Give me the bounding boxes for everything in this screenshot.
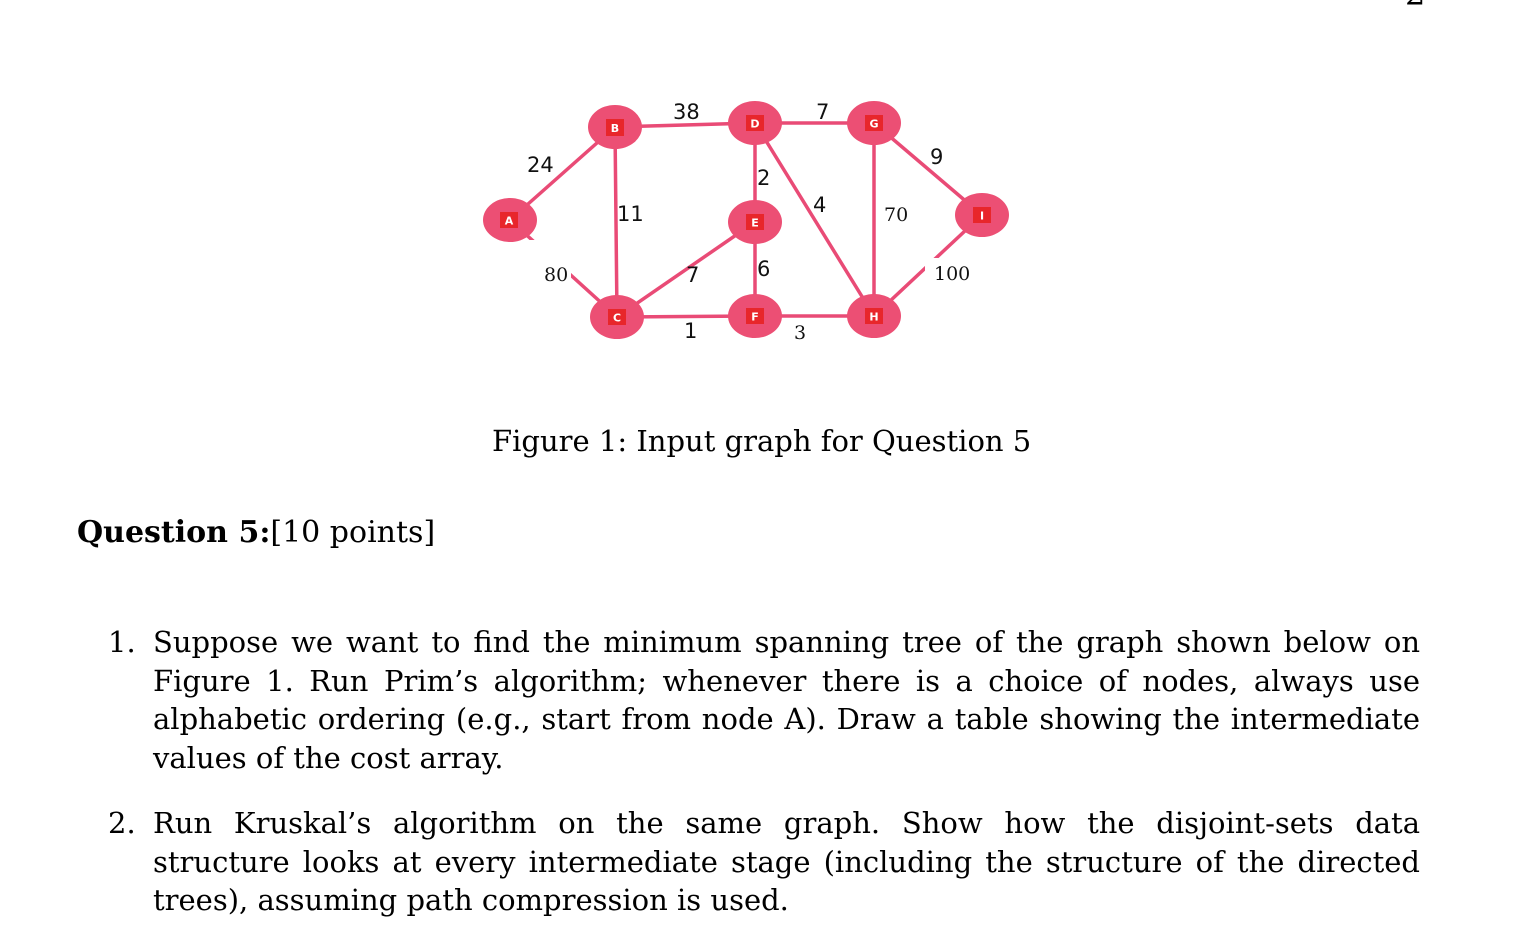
node-label: F	[751, 311, 759, 324]
edge-weight-d-h: 4	[813, 193, 826, 217]
question-item-text: Suppose we want to find the minimum span…	[153, 625, 1420, 775]
edge-weight-f-h: 3	[794, 322, 806, 344]
node-label: I	[980, 210, 984, 223]
node-e: E	[728, 200, 782, 244]
node-c: C	[590, 295, 644, 339]
node-label: G	[869, 118, 878, 131]
edge-weight-h-i: 100	[934, 263, 970, 285]
figure-caption: Figure 1: Input graph for Question 5	[492, 424, 1032, 458]
node-label: H	[869, 311, 878, 324]
node-label: A	[505, 215, 514, 228]
edge-weight-g-i: 9	[930, 145, 943, 169]
question-item-number: 1.	[108, 625, 136, 659]
question-points: [10 points]	[270, 515, 436, 550]
question-item-number: 2.	[108, 806, 136, 840]
node-b: B	[588, 105, 642, 149]
edge-weight-e-f: 6	[757, 257, 770, 281]
node-f: F	[728, 294, 782, 338]
node-i: I	[955, 193, 1009, 237]
question-heading: Question 5:[10 points]	[77, 513, 435, 553]
edge-weight-g-h: 70	[884, 204, 908, 226]
edge-c-e	[615, 220, 757, 319]
question-item-text: Run Kruskal’s algorithm on the same grap…	[153, 806, 1420, 917]
edge-weight-d-g: 7	[816, 100, 829, 124]
question-title: Question 5:	[77, 515, 271, 550]
question-item: 1. Suppose we want to find the minimum s…	[108, 623, 1420, 777]
graph-figure: A B C D E F G	[483, 100, 1009, 344]
question-item: 2. Run Kruskal’s algorithm on the same g…	[108, 804, 1420, 920]
edge-weight-a-b: 24	[527, 153, 554, 177]
edge-weight-b-c: 11	[617, 202, 644, 226]
edge-d-h	[753, 121, 876, 318]
edge-weight-b-d: 38	[673, 100, 700, 124]
page-number: 2	[1405, 0, 1425, 10]
node-label: B	[611, 122, 619, 135]
node-g: G	[847, 101, 901, 145]
edge-weight-d-e: 2	[757, 166, 770, 190]
node-h: H	[847, 294, 901, 338]
edge-weight-c-e: 7	[686, 263, 699, 287]
node-label: D	[750, 118, 759, 131]
node-d: D	[728, 101, 782, 145]
node-label: C	[613, 312, 621, 325]
node-label: E	[751, 217, 759, 230]
edge-weight-a-c: 80	[544, 264, 568, 286]
edge-weight-c-f: 1	[684, 319, 697, 343]
question-list: 1. Suppose we want to find the minimum s…	[108, 623, 1420, 947]
edge-b-c	[613, 125, 619, 319]
node-a: A	[483, 198, 537, 242]
